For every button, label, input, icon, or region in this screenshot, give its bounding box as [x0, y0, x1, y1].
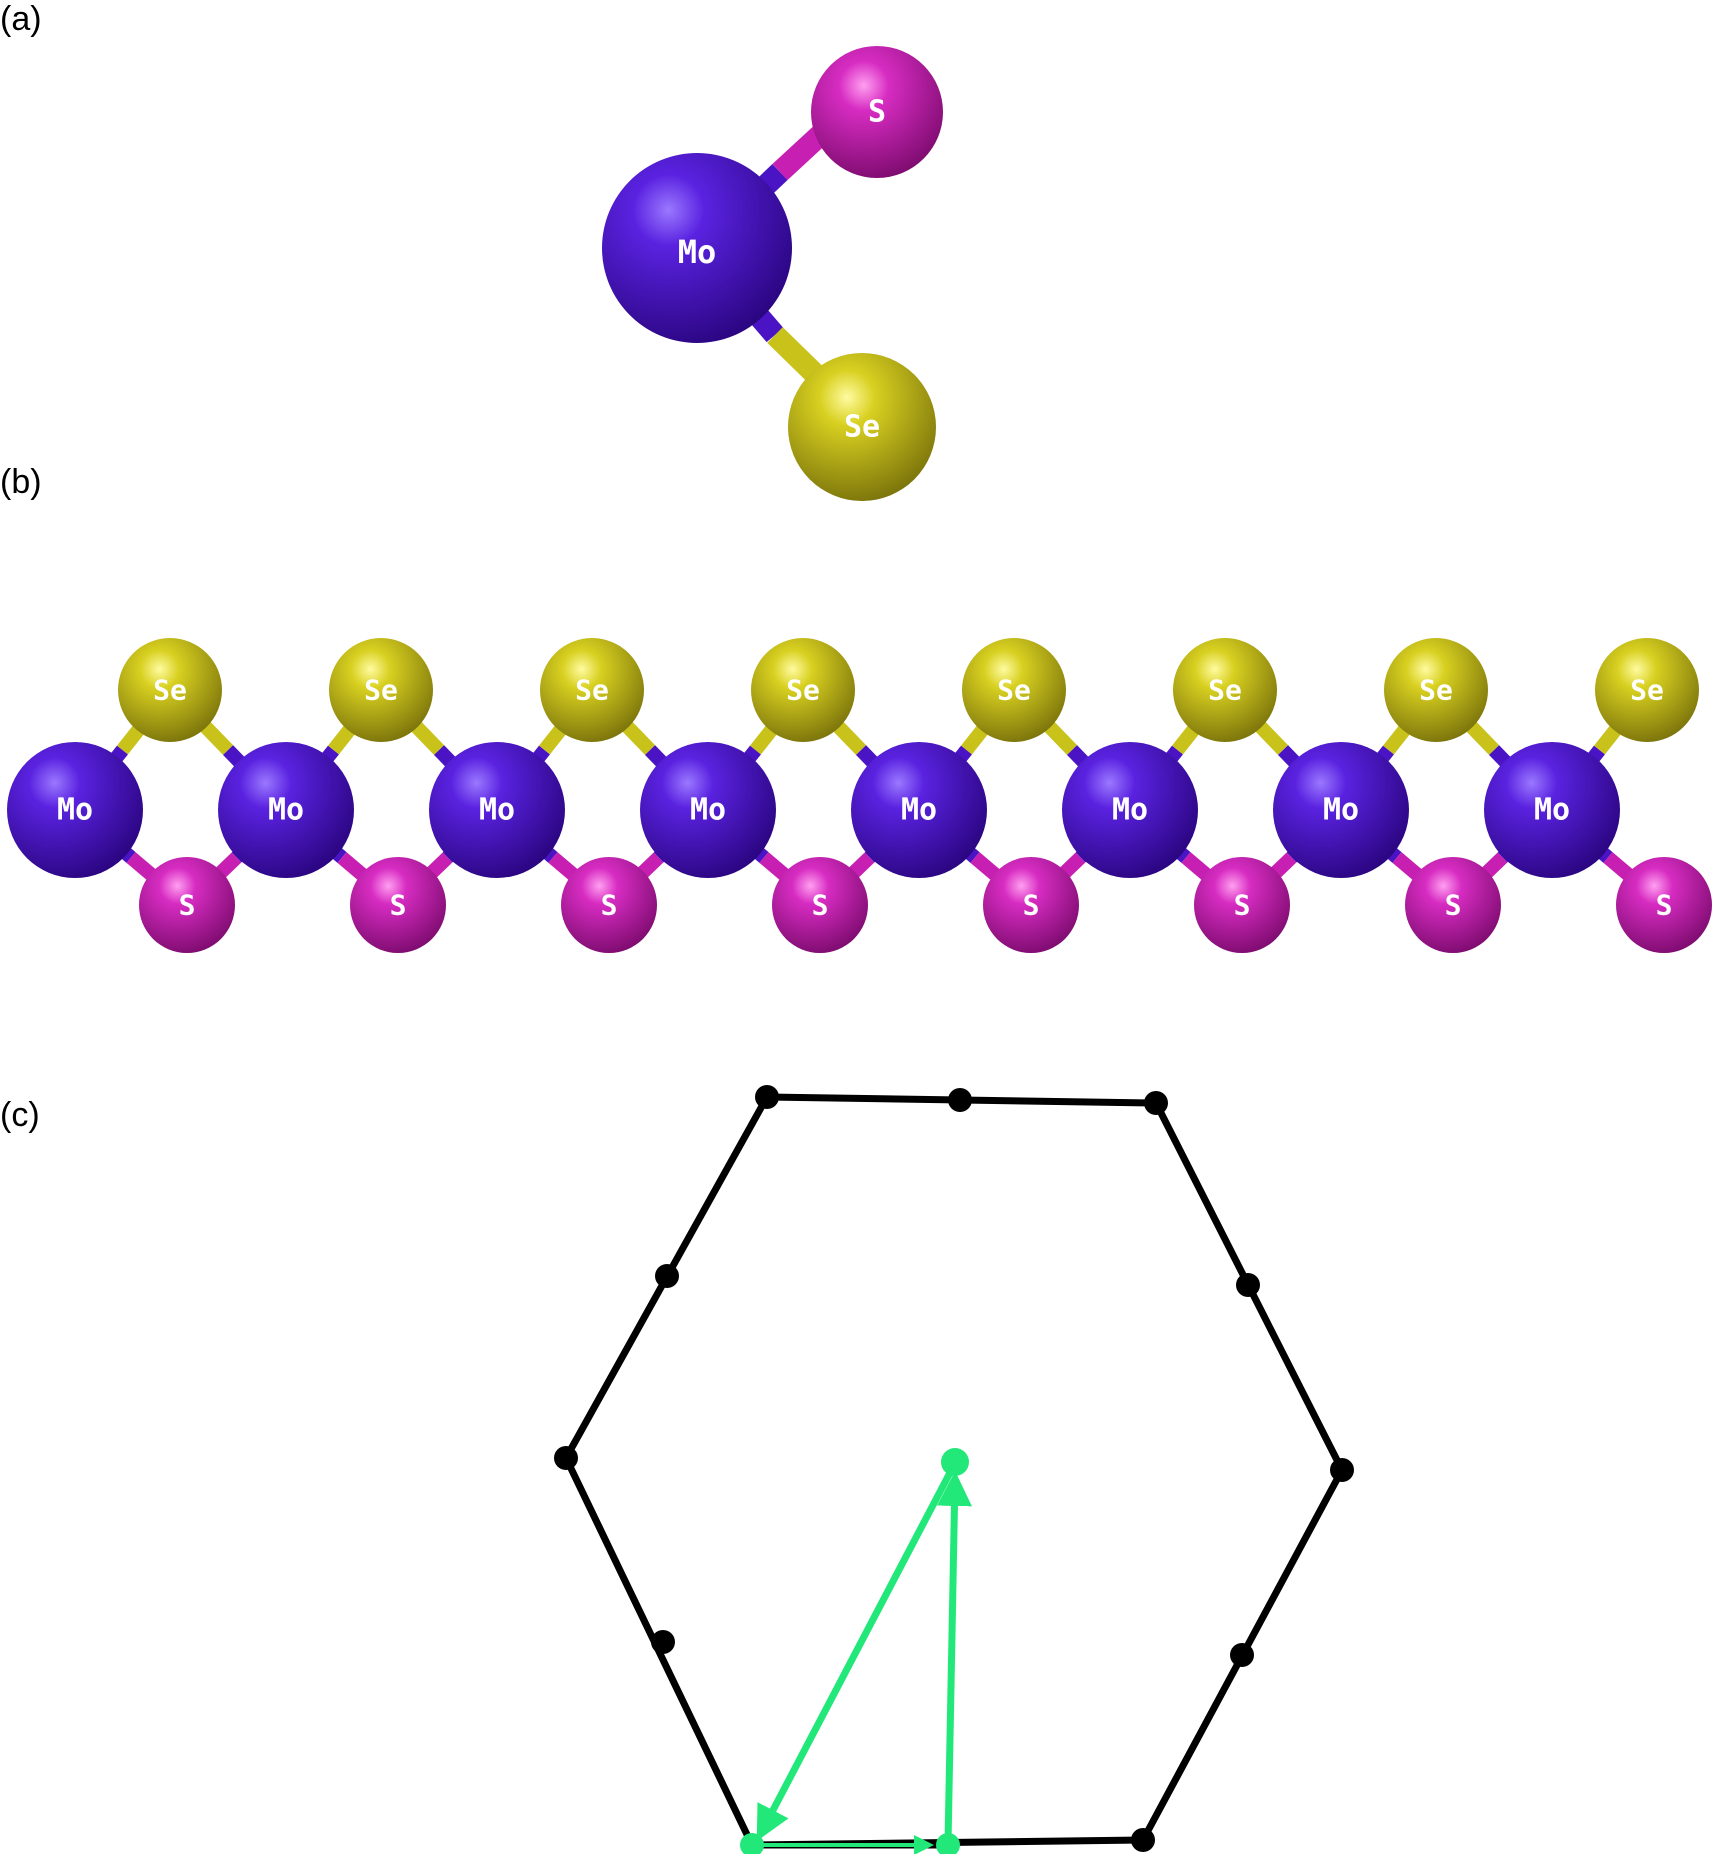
- chain-atom-se-label: Se: [1630, 674, 1664, 707]
- gamma-point: [941, 1448, 969, 1476]
- chain-atom-s: S: [983, 857, 1079, 953]
- chain-atom-se: Se: [962, 638, 1066, 742]
- chain-atom-se-label: Se: [153, 674, 187, 707]
- chain-atom-mo: Mo: [429, 742, 565, 878]
- atom-se: Se: [788, 353, 936, 501]
- chain-atom-s: S: [1616, 857, 1712, 953]
- edge-midpoint: [948, 1088, 972, 1112]
- vertex-point: [1131, 1828, 1155, 1852]
- vertex-point: [1330, 1458, 1354, 1482]
- vertex-point: [1144, 1091, 1168, 1115]
- chain-atom-se-label: Se: [786, 674, 820, 707]
- chain-atom-mo-label: Mo: [1534, 793, 1570, 828]
- chain-atoms: SeS Mo SeS Mo SeS Mo SeS Mo SeS Mo SeS Mo SeS Mo SeS Mo: [7, 638, 1712, 953]
- edge-midpoint: [1230, 1643, 1254, 1667]
- edge-midpoint: [655, 1264, 679, 1288]
- chain-atom-s-label: S: [601, 889, 618, 922]
- chain-atom-s: S: [139, 857, 235, 953]
- edge-midpoint: [1236, 1273, 1260, 1297]
- chain-atom-s: S: [350, 857, 446, 953]
- chain-atom-mo-label: Mo: [1323, 793, 1359, 828]
- panel-b-chain: SeS Mo SeS Mo SeS Mo SeS Mo SeS Mo SeS Mo SeS Mo SeS Mo: [7, 638, 1712, 953]
- chain-atom-s: S: [561, 857, 657, 953]
- chain-atom-s-label: S: [390, 889, 407, 922]
- k-point: [740, 1833, 764, 1854]
- chain-atom-s-label: S: [1023, 889, 1040, 922]
- chain-atom-se: Se: [1595, 638, 1699, 742]
- panel-label-b: (b): [0, 463, 42, 501]
- chain-atom-s-label: S: [1234, 889, 1251, 922]
- chain-atom-mo: Mo: [640, 742, 776, 878]
- chain-atom-se-label: Se: [1419, 674, 1453, 707]
- k-path: [740, 1448, 972, 1854]
- chain-atom-mo-label: Mo: [479, 793, 515, 828]
- edge-midpoint: [651, 1630, 675, 1654]
- chain-atom-se: Se: [329, 638, 433, 742]
- chain-atom-s-label: S: [179, 889, 196, 922]
- panel-label-c: (c): [0, 1096, 40, 1134]
- chain-atom-se-label: Se: [575, 674, 609, 707]
- chain-atom-mo-label: Mo: [57, 793, 93, 828]
- chain-atom-mo: Mo: [1062, 742, 1198, 878]
- chain-atom-mo: Mo: [218, 742, 354, 878]
- chain-atom-se: Se: [1173, 638, 1277, 742]
- chain-atom-s-label: S: [812, 889, 829, 922]
- chain-atom-mo: Mo: [1273, 742, 1409, 878]
- m-point: [936, 1833, 960, 1854]
- panel-a-molecule: S Mo Se: [602, 46, 943, 501]
- chain-atom-se: Se: [540, 638, 644, 742]
- chain-atom-s: S: [772, 857, 868, 953]
- chain-atom-se: Se: [751, 638, 855, 742]
- chain-atom-se-label: Se: [364, 674, 398, 707]
- chain-atom-se-label: Se: [997, 674, 1031, 707]
- chain-atom-mo-label: Mo: [690, 793, 726, 828]
- chain-atom-s-label: S: [1445, 889, 1462, 922]
- chain-atom-se: Se: [118, 638, 222, 742]
- atom-label-s: S: [868, 95, 886, 130]
- vertex-point: [755, 1085, 779, 1109]
- hexagon-points: [554, 1085, 1354, 1852]
- atom-mo: Mo: [602, 153, 792, 343]
- chain-atom-se-label: Se: [1208, 674, 1242, 707]
- chain-atom-mo-label: Mo: [268, 793, 304, 828]
- k-path-segment: [756, 1463, 958, 1842]
- atom-label-se: Se: [844, 410, 880, 445]
- panel-label-a: (a): [0, 0, 42, 38]
- vertex-point: [554, 1446, 578, 1470]
- chain-atom-s: S: [1405, 857, 1501, 953]
- atom-s: S: [811, 46, 943, 178]
- chain-atom-mo: Mo: [1484, 742, 1620, 878]
- chain-atom-mo: Mo: [851, 742, 987, 878]
- chain-atom-se: Se: [1384, 638, 1488, 742]
- chain-atom-mo-label: Mo: [1112, 793, 1148, 828]
- chain-atom-mo: Mo: [7, 742, 143, 878]
- chain-atom-s: S: [1194, 857, 1290, 953]
- atom-label-mo: Mo: [678, 233, 717, 271]
- chain-atom-mo-label: Mo: [901, 793, 937, 828]
- panel-c-brillouin-zone: [554, 1085, 1354, 1854]
- chain-atom-s-label: S: [1656, 889, 1673, 922]
- k-path-segment: [936, 1471, 972, 1844]
